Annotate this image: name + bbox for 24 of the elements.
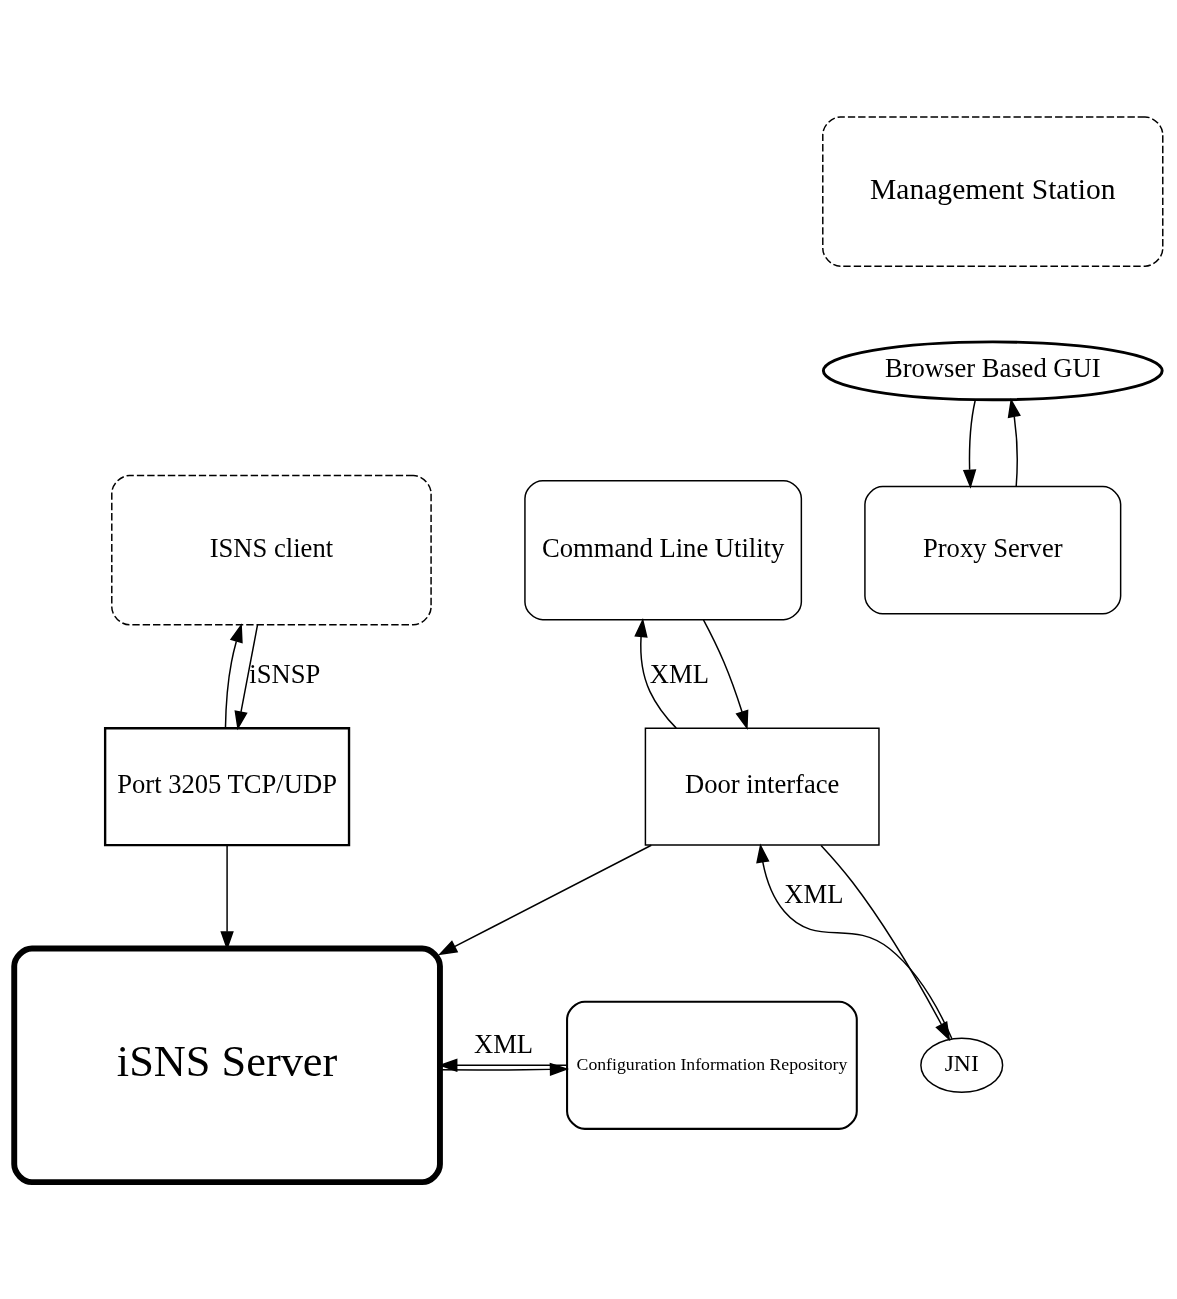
node-box: Command Line Utility	[524, 479, 803, 621]
node-ellipse: Browser Based GUI	[821, 340, 1164, 402]
arrow	[756, 843, 953, 1040]
arrow	[962, 399, 977, 489]
arrow	[224, 623, 243, 729]
node-box: Door interface	[644, 727, 880, 846]
arrow	[234, 624, 259, 731]
node-ellipse: JNI	[920, 1037, 1004, 1094]
arrow	[1007, 398, 1021, 488]
edge-label: iSNSP	[249, 659, 321, 690]
edge-label: XML	[784, 879, 844, 910]
node-box: iSNS Server	[11, 945, 443, 1186]
arrow	[702, 619, 749, 730]
node-box: Proxy Server	[864, 485, 1122, 615]
edge-label: XML	[473, 1028, 534, 1059]
node-box: Configuration Information Repository	[566, 1000, 858, 1130]
node-box: Port 3205 TCP/UDP	[103, 727, 351, 847]
node-box: Management Station	[822, 116, 1164, 267]
arrow	[438, 844, 653, 956]
node-box: ISNS client	[111, 474, 432, 626]
arrow	[820, 844, 951, 1042]
arrow	[439, 1062, 570, 1077]
arrow	[634, 617, 677, 729]
edge-label: XML	[649, 659, 709, 690]
